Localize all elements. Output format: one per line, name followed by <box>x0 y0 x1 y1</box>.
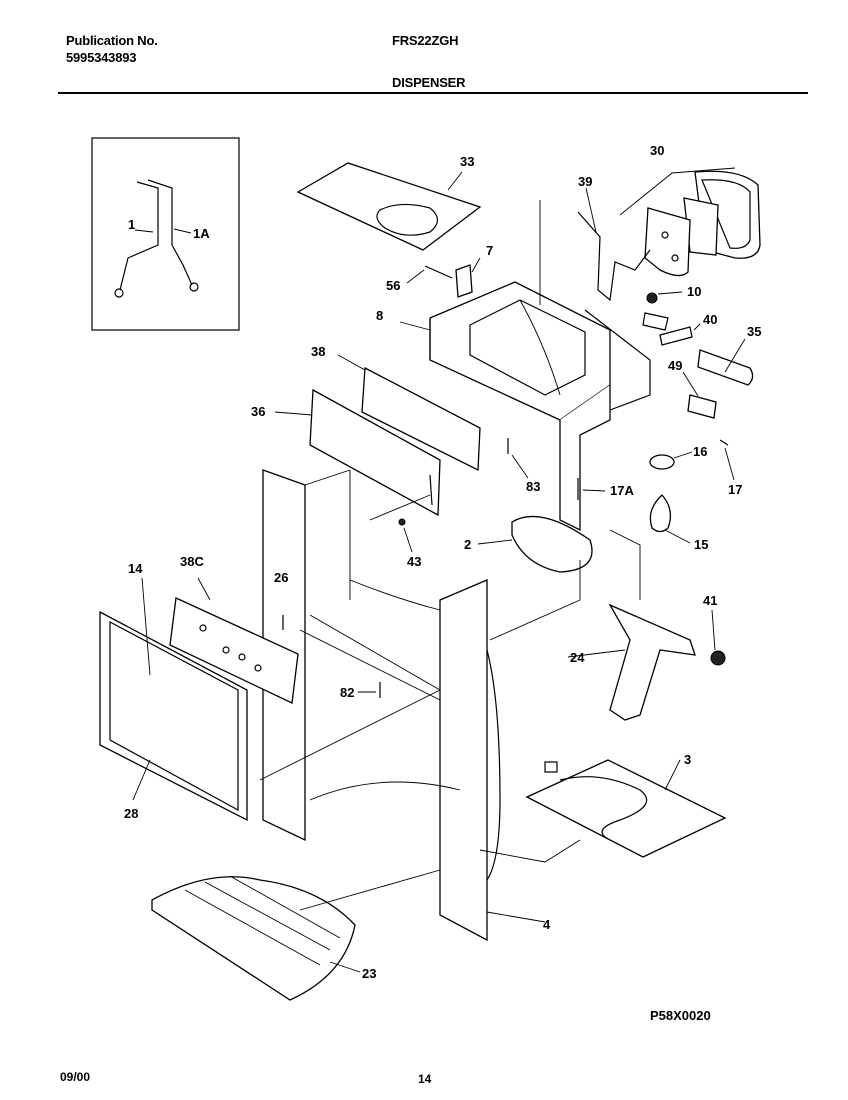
page-number: 14 <box>418 1072 432 1086</box>
part-56-screw <box>406 265 453 284</box>
callout-2: 2 <box>464 537 471 552</box>
part-4-front-door <box>439 579 546 942</box>
part-16-socket <box>649 451 693 470</box>
callout-17: 17 <box>728 482 742 497</box>
header-rule <box>58 92 808 94</box>
callout-26: 26 <box>274 570 288 585</box>
part-3-heater <box>525 759 727 858</box>
callout-17a: 17A <box>610 483 634 498</box>
part-33-top-plate <box>296 162 482 251</box>
footer-date: 09/00 <box>60 1070 91 1084</box>
callout-43: 43 <box>407 554 421 569</box>
part-49-actuator <box>682 371 717 419</box>
callout-3: 3 <box>684 752 691 767</box>
part-83-screw <box>507 438 529 479</box>
callout-4: 4 <box>543 917 551 932</box>
part-40-switch <box>659 323 701 346</box>
callout-33: 33 <box>460 154 474 169</box>
model-number: FRS22ZGH <box>392 33 459 48</box>
part-35-solenoid <box>697 338 754 386</box>
callout-38c: 38C <box>180 554 204 569</box>
callout-82: 82 <box>340 685 354 700</box>
part-38c-control-board <box>169 577 299 704</box>
part-43-screw <box>398 518 413 553</box>
callout-8: 8 <box>376 308 383 323</box>
part-15-bulb <box>649 494 691 544</box>
callout-40: 40 <box>703 312 717 327</box>
callout-41: 41 <box>703 593 717 608</box>
part-36-cover-panel <box>274 388 441 517</box>
callout-56: 56 <box>386 278 400 293</box>
part-30-flap-door <box>619 167 761 277</box>
part-23-drip-tray <box>151 875 361 1001</box>
part-14-leader <box>141 577 151 676</box>
callout-28: 28 <box>124 806 138 821</box>
section-title: DISPENSER <box>392 75 466 90</box>
callout-14: 14 <box>128 561 143 576</box>
part-82-screw <box>358 682 381 698</box>
part-17a-screw <box>577 478 606 500</box>
figure-id: P58X0020 <box>650 1008 711 1023</box>
part-10-spring <box>642 291 683 331</box>
callout-1: 1 <box>128 217 135 232</box>
callout-83: 83 <box>526 479 540 494</box>
callout-1a: 1A <box>193 226 210 241</box>
callout-36: 36 <box>251 404 265 419</box>
callout-39: 39 <box>578 174 592 189</box>
callout-15: 15 <box>694 537 708 552</box>
callout-38: 38 <box>311 344 325 359</box>
assembly-guide-lines <box>259 470 641 911</box>
callout-49: 49 <box>668 358 682 373</box>
callout-23: 23 <box>362 966 376 981</box>
callout-10: 10 <box>687 284 701 299</box>
part-39-link-rod <box>577 187 651 302</box>
part-7-bracket <box>455 257 481 298</box>
part-24-lever <box>567 603 696 721</box>
part-17-screw <box>719 439 735 481</box>
publication-label: Publication No. <box>66 33 158 48</box>
callout-35: 35 <box>747 324 761 339</box>
callout-7: 7 <box>486 243 493 258</box>
part-8-dispenser-housing <box>399 200 651 532</box>
callout-30: 30 <box>650 143 664 158</box>
part-28-front-panel <box>99 610 248 822</box>
callout-24: 24 <box>570 650 585 665</box>
part-38-insulation-panel <box>337 354 481 472</box>
publication-number: 5995343893 <box>66 50 137 65</box>
callout-16: 16 <box>693 444 707 459</box>
part-41-spring <box>710 609 726 666</box>
callout-labels: 1 1A 33 30 39 7 56 10 8 40 35 38 49 36 1… <box>124 143 761 981</box>
inset-wire-harness <box>91 137 240 331</box>
part-2-drip-cup <box>477 515 593 573</box>
